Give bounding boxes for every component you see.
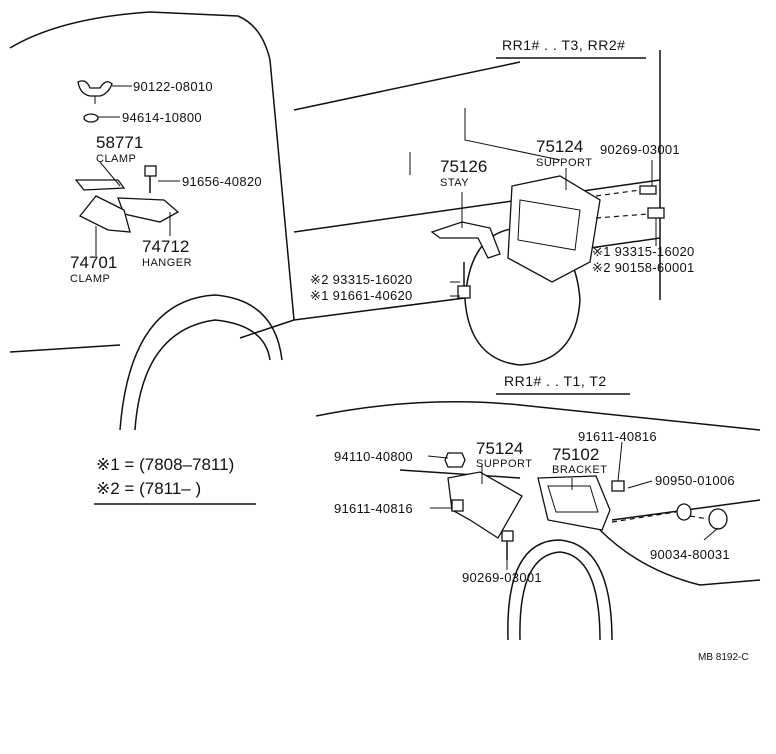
label-93315-16020-s2: ※2 93315-16020: [310, 272, 413, 287]
lower-leaders: [427, 441, 719, 570]
label-90122-08010: 90122-08010: [133, 79, 213, 94]
bracket-75102: [537, 475, 611, 531]
label-91611-40816-left: 91611-40816: [334, 501, 413, 516]
label-75126-name: STAY: [440, 177, 469, 189]
stay-75126: [430, 221, 501, 259]
lower-parts-drawings: [444, 452, 728, 560]
label-91611-40816-right: 91611-40816: [578, 429, 657, 444]
upper-leaders: [95, 85, 657, 297]
upper-vehicle-body: [9, 11, 661, 431]
label-90269-03001-lower: 90269-03001: [462, 570, 542, 585]
bolt-93315-upper: [647, 207, 665, 219]
lower-section-header: RR1# . . T1, T2: [496, 373, 630, 395]
hanger-74712: [117, 197, 180, 223]
label-75102: 75102: [552, 445, 599, 464]
support-75124: [507, 175, 601, 283]
bolt-91611-left: [451, 499, 464, 512]
label-90950-01006: 90950-01006: [655, 473, 735, 488]
diagram-code: MB 8192-C: [698, 652, 749, 663]
bolt-91611-right: [611, 480, 625, 492]
bolt-90269-lower: [501, 530, 514, 542]
label-90269-03001-upper: 90269-03001: [600, 142, 680, 157]
label-74712-name: HANGER: [142, 257, 192, 269]
wing-nut: [77, 80, 113, 97]
label-93315-16020-s1: ※1 93315-16020: [592, 244, 695, 259]
label-74701-name: CLAMP: [70, 273, 110, 285]
label-75102-name: BRACKET: [552, 464, 607, 476]
upper-section-header: RR1# . . T3, RR2#: [496, 37, 646, 59]
legend: ※1 = (7808–7811) ※2 = (7811– ): [94, 455, 256, 505]
grommet-90950: [676, 503, 692, 521]
upper-parts-drawings: [74, 80, 665, 299]
label-94614-10800: 94614-10800: [122, 110, 202, 125]
clamp-58771: [74, 179, 126, 191]
nut-94110: [444, 452, 466, 468]
bolt-91656: [144, 165, 157, 177]
label-74712: 74712: [142, 237, 189, 256]
label-75124-lower-name: SUPPORT: [476, 458, 532, 470]
label-75124-lower: 75124: [476, 439, 523, 458]
label-90158-60001-s2: ※2 90158-60001: [592, 260, 695, 275]
label-74701: 74701: [70, 253, 117, 272]
label-58771-name: CLAMP: [96, 153, 136, 165]
upper-variant-header: RR1# . . T3, RR2#: [502, 37, 625, 53]
plug-90034: [708, 508, 728, 530]
label-75126: 75126: [440, 157, 487, 176]
label-58771: 58771: [96, 133, 143, 152]
bolt-90269-upper: [639, 185, 657, 195]
label-90034-80031: 90034-80031: [650, 547, 730, 562]
lower-vehicle-body: [315, 401, 761, 641]
label-91656-40820: 91656-40820: [182, 174, 262, 189]
clamp-74701: [78, 195, 131, 233]
label-94110-40800: 94110-40800: [334, 449, 413, 464]
washer: [83, 113, 99, 123]
label-91661-40620-s1: ※1 91661-40620: [310, 288, 413, 303]
legend-line-2: ※2 = (7811– ): [96, 479, 201, 498]
label-75124-upper-name: SUPPORT: [536, 157, 592, 169]
legend-line-1: ※1 = (7808–7811): [96, 455, 234, 474]
label-75124-upper: 75124: [536, 137, 583, 156]
lower-variant-header: RR1# . . T1, T2: [504, 373, 607, 389]
